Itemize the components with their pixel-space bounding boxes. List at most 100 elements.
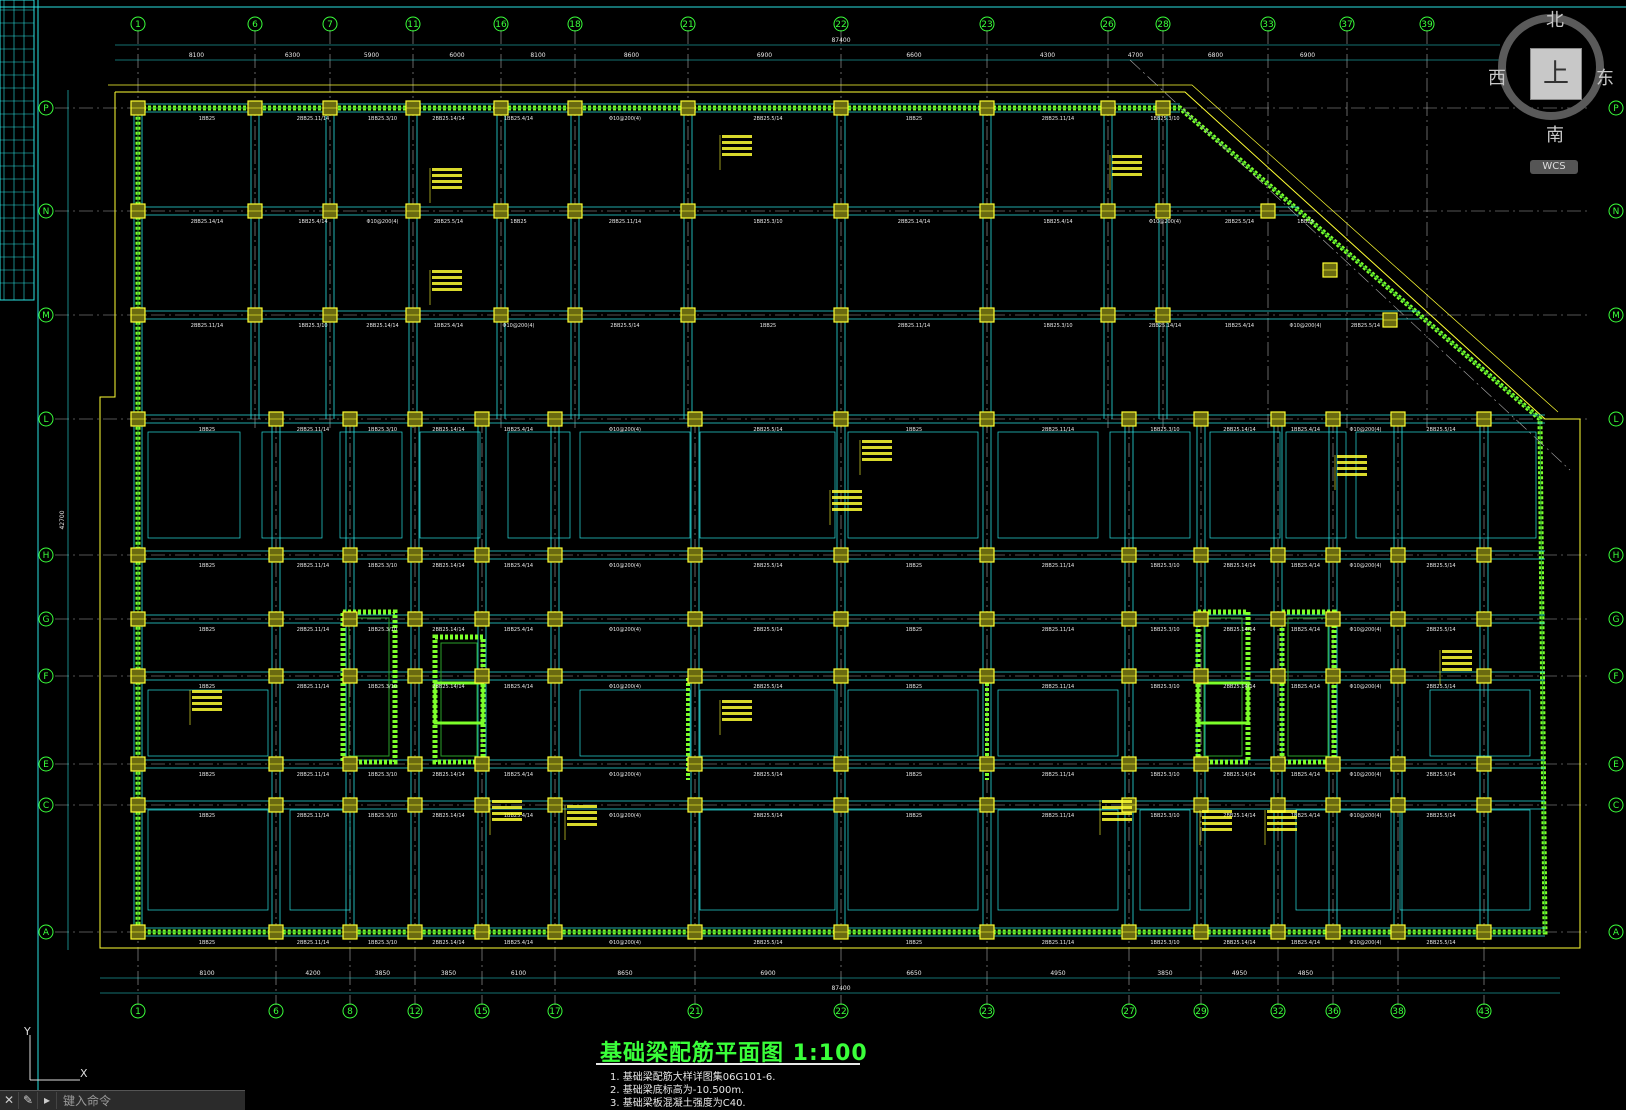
viewcube-west[interactable]: 西 <box>1488 68 1506 89</box>
note-3: 3. 基础梁板混凝土强度为C40. <box>610 1098 746 1109</box>
axis-label-top: 6 <box>252 20 258 30</box>
axis-label-top: 21 <box>682 20 693 30</box>
axis-label-top: 18 <box>569 20 581 30</box>
beam-bay <box>147 431 241 539</box>
beam-label: 1BB25 <box>199 772 215 778</box>
viewcube-top-face[interactable]: 上 <box>1530 48 1582 100</box>
beam-label: 1BB25 <box>199 116 215 122</box>
axis-label-right: P <box>1613 104 1619 114</box>
beam-label: Φ10@200(4) <box>1350 563 1382 569</box>
axis-bubble-right <box>1608 307 1624 323</box>
dim-bottom: 3850 <box>441 970 456 977</box>
rebar-note-text <box>192 702 222 705</box>
viewcube-compass-ring[interactable] <box>1498 14 1604 120</box>
rebar-note-text <box>722 141 752 144</box>
axis-bubble-bottom <box>1390 1003 1406 1019</box>
beam-label: 1BB25.3/10 <box>368 772 397 778</box>
viewcube-east[interactable]: 东 <box>1596 68 1614 89</box>
axis-bubble-left <box>38 924 54 940</box>
beam-bay <box>147 689 269 757</box>
beam-label: 1BB25.4/14 <box>1291 684 1320 690</box>
axis-bubble-top <box>130 16 146 32</box>
axis-bubble-bottom <box>1193 1003 1209 1019</box>
rebar-note-text <box>432 174 462 177</box>
beam-label: 2BB25.5/14 <box>1426 563 1455 569</box>
core-wall-beam <box>1196 681 1250 725</box>
beam-bay <box>1355 431 1537 539</box>
beam-label: 2BB25.11/14 <box>609 219 641 225</box>
beam-label: Φ10@200(4) <box>1350 684 1382 690</box>
command-line[interactable]: ✕ ✎ ▸ 键入命令 <box>0 1090 245 1110</box>
beam-label: 1BB25.4/14 <box>504 427 533 433</box>
prompt-icon[interactable]: ▸ <box>38 1092 57 1109</box>
axis-bubble-top <box>1260 16 1276 32</box>
dim-top: 6000 <box>449 52 464 59</box>
beam-bay <box>1295 809 1392 911</box>
beam-label: 2BB25.5/14 <box>753 940 782 946</box>
rebar-note-text <box>1202 822 1232 825</box>
beam-label: 2BB25.14/14 <box>1223 772 1255 778</box>
viewcube-north[interactable]: 北 <box>1546 10 1564 31</box>
beam-label: 1BB25 <box>906 427 922 433</box>
dim-top: 8100 <box>530 52 545 59</box>
beam-label: 2BB25.14/14 <box>1223 813 1255 819</box>
beam-label: 1BB25.3/10 <box>1150 940 1179 946</box>
beam-label: 2BB25.5/14 <box>1426 627 1455 633</box>
axis-bubble-top <box>680 16 696 32</box>
axis-bubble-left <box>38 611 54 627</box>
beam-label: 2BB25.11/14 <box>297 940 329 946</box>
beam-bay <box>847 689 979 757</box>
beam-label: 2BB25.5/14 <box>753 684 782 690</box>
dim-bottom: 6100 <box>511 970 526 977</box>
axis-bubble-top <box>1100 16 1116 32</box>
beam-label: Φ10@200(4) <box>1350 627 1382 633</box>
beam-label: 1BB25.3/10 <box>368 813 397 819</box>
beam-label: 1BB25 <box>1297 219 1313 225</box>
axis-label-bottom: 38 <box>1392 1007 1404 1017</box>
axis-label-top: 26 <box>1102 20 1114 30</box>
beam-label: 1BB25.4/14 <box>1291 940 1320 946</box>
axis-label-right: H <box>1613 551 1620 561</box>
axis-label-left: F <box>43 672 48 682</box>
beam-label: 2BB25.14/14 <box>1223 940 1255 946</box>
beam-label: 2BB25.14/14 <box>366 323 398 329</box>
axis-bubble-bottom <box>1121 1003 1137 1019</box>
axis-bubble-bottom <box>342 1003 358 1019</box>
beam-label: 1BB25.3/10 <box>298 323 327 329</box>
rebar-note-text <box>1267 810 1297 813</box>
beam-label: 1BB25.3/10 <box>368 563 397 569</box>
beam-label: Φ10@200(4) <box>609 116 641 122</box>
axis-label-bottom: 8 <box>347 1007 353 1017</box>
wrench-icon[interactable]: ✎ <box>19 1092 38 1109</box>
ucs-y-label: Y <box>23 1025 31 1038</box>
rebar-note-text <box>1102 818 1132 821</box>
beam-label: 1BB25.4/14 <box>1291 563 1320 569</box>
axis-label-right: L <box>1613 415 1618 425</box>
dim-top: 8600 <box>624 52 639 59</box>
beam-label: 1BB25 <box>510 219 526 225</box>
beam-label: 2BB25.5/14 <box>753 813 782 819</box>
beam-label: 2BB25.14/14 <box>1223 563 1255 569</box>
command-input[interactable]: 键入命令 <box>63 1094 112 1108</box>
beam-label: 1BB25.3/10 <box>753 219 782 225</box>
close-icon[interactable]: ✕ <box>0 1092 19 1109</box>
beam-label: 1BB25.4/14 <box>504 813 533 819</box>
dim-top: 6900 <box>1300 52 1315 59</box>
viewcube[interactable]: 北 南 东 西 上 WCS <box>1488 8 1618 174</box>
beam-label: 2BB25.5/14 <box>753 772 782 778</box>
beam-label: Φ10@200(4) <box>609 427 641 433</box>
rebar-note-text <box>492 812 522 815</box>
beam-label: 1BB25.4/14 <box>504 940 533 946</box>
axis-bubble-bottom <box>979 1003 995 1019</box>
wcs-menu[interactable]: WCS <box>1530 160 1578 174</box>
axis-bubble-bottom <box>1270 1003 1286 1019</box>
rebar-note-text <box>1112 161 1142 164</box>
viewcube-south[interactable]: 南 <box>1546 125 1564 146</box>
beam-label: 1BB25.3/10 <box>1150 772 1179 778</box>
axis-bubble-bottom <box>1476 1003 1492 1019</box>
beam-label: 2BB25.5/14 <box>753 427 782 433</box>
rebar-note-text <box>567 817 597 820</box>
axis-label-left: C <box>43 801 49 811</box>
beam-label: 2BB25.5/14 <box>753 627 782 633</box>
